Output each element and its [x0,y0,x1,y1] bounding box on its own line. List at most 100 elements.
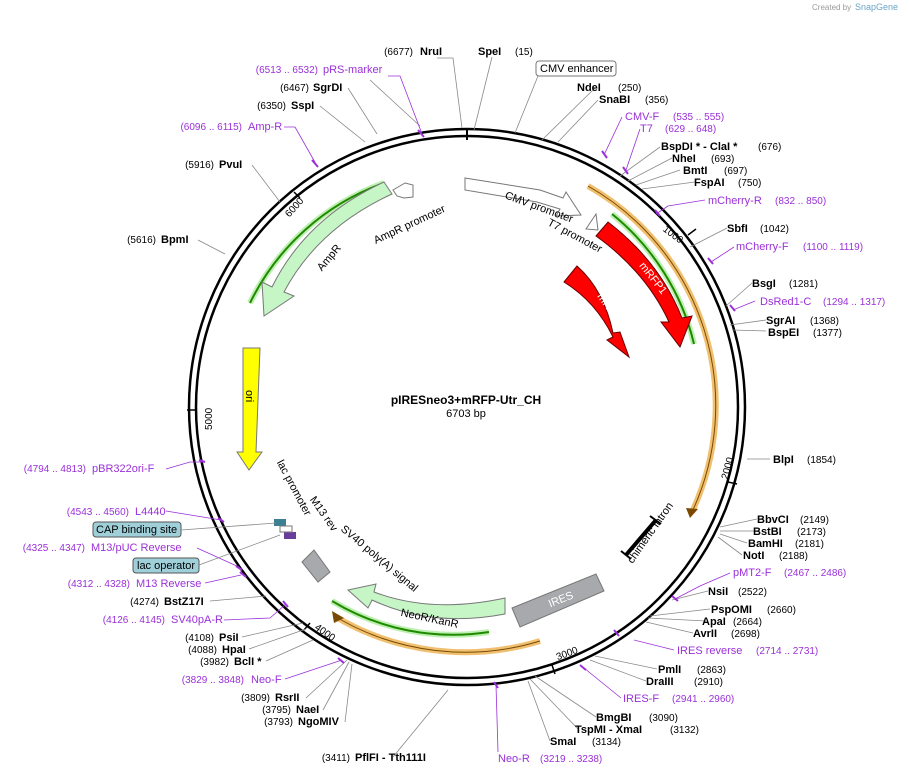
enzyme-pmli: PmlI [658,664,681,676]
enzyme-pos-nhei: (693) [711,154,734,165]
neor-kanr-arrow [346,583,506,620]
enzyme-pos-fspai: (750) [738,178,761,189]
enzyme-bsgi: BsgI [752,278,776,290]
tick-3000: 3000 [555,645,580,663]
primer-pos-prs-marker: (6513 .. 6532) [256,65,318,76]
enzyme-pos-hpai: (4088) [188,645,217,656]
enzyme-sspi: SspI [291,100,314,112]
primer-pos-cmv-f: (535 .. 555) [673,112,724,123]
enzyme-pos-draiii: (2910) [694,677,723,688]
enzyme-pos-bmti: (697) [724,166,747,177]
enzyme-bstbi: BstBI [753,526,782,538]
primer-m13-reverse: M13 Reverse [136,578,201,590]
enzyme-pos-pmli: (2863) [697,665,726,676]
enzyme-bcli: BclI * [234,656,262,668]
enzyme-psii: PsiI [219,632,239,644]
enzyme-noti: NotI [743,550,764,562]
enzyme-bspdi-clai: BspDI * - ClaI * [661,141,738,153]
lac-operator-box [132,557,200,574]
enzyme-bamhi: BamHI [748,538,783,550]
ires-box [511,573,605,628]
enzyme-pos-bmgbi: (3090) [649,713,678,724]
enzyme-spei: SpeI [478,46,501,58]
orange-band-right-arrow [686,508,698,518]
plasmid-size: 6703 bp [446,408,486,420]
green-band-bottom-line [331,600,490,636]
chimeric-intron-label: chimeric intron [625,500,676,565]
orange-band-bottom-arrow [332,611,344,623]
cap-binding-site-label: CAP binding site [96,524,177,536]
enzyme-pos-bspei: (1377) [813,328,842,339]
enzyme-rsrii: RsrII [275,692,299,704]
enzyme-bspei: BspEI [768,327,799,339]
enzyme-pos-avrii: (2698) [731,629,760,640]
enzyme-pos-smai: (3134) [592,737,621,748]
primer-ires-f: IRES-F [623,693,659,705]
enzyme-pos-ndei: (250) [618,83,641,94]
enzyme-pos-spei: (15) [515,47,533,58]
backbone-inner [194,134,740,680]
primer-mcherry-r: mCherry-R [708,195,762,207]
enzyme-sgrai: SgrAI [766,315,795,327]
enzyme-pos-bpmi: (5616) [127,235,156,246]
enzyme-naei: NaeI [296,704,319,716]
backbone-outer [187,127,747,687]
enzyme-pos-sspi: (6350) [257,101,286,112]
ampr-promoter-arrow [392,182,414,199]
chimeric-intron-bar [624,518,658,557]
enzyme-pspomi: PspOMI [711,604,752,616]
primer-dsred1-c: DsRed1-C [760,296,811,308]
primer-pos-mcherry-r: (832 .. 850) [775,196,826,207]
t7-promoter-arrow [585,212,599,231]
ampr-arrow [261,181,393,317]
enzyme-sbfi: SbfI [727,223,748,235]
enzyme-nsii: NsiI [708,586,728,598]
sv40-polya-label: SV40 poly(A) signal [338,523,420,594]
primer-pos-pmt2-f: (2467 .. 2486) [784,568,846,579]
enzyme-pos-bamhi: (2181) [795,539,824,550]
enzyme-pos-bbvci: (2149) [800,515,829,526]
cmv-promoter-arrow [464,177,582,217]
enzyme-pos-bstbi: (2173) [797,527,826,538]
primer-pos-t7: (629 .. 648) [665,124,716,135]
enzyme-pos-sgrdi: (6467) [280,83,309,94]
primer-neo-r: Neo-R [498,753,530,765]
enzyme-pos-pvui: (5916) [185,160,214,171]
orange-band-right-line [587,185,717,513]
primer-amp-r: Amp-R [248,121,282,133]
primer-leader-lines [165,75,756,753]
snapgene-logo: SnapGene [855,2,898,12]
enzyme-pos-pspomi: (2660) [767,605,796,616]
ampr-promoter-label: AmpR promoter [372,203,448,247]
enzyme-pflfi-tth111i: PflFI - Tth111I [355,752,426,764]
primer-pos-ires-f: (2941 .. 2960) [672,694,734,705]
primer-pos-amp-r: (6096 .. 6115) [180,122,242,133]
enzyme-pvui: PvuI [219,159,242,171]
enzyme-pos-blpi: (1854) [807,455,836,466]
leader-lines [197,56,770,758]
enzyme-pos-naei: (3795) [262,705,291,716]
enzyme-blpi: BlpI [773,454,794,466]
enzyme-nrui: NruI [420,46,442,58]
primer-pos-sv40pa-r: (4126 .. 4145) [103,615,165,626]
plasmid-name: pIRESneo3+mRFP-Utr_CH [391,393,541,407]
enzyme-pos-noti: (2188) [779,551,808,562]
ampr-label: AmpR [315,242,344,273]
enzyme-pos-apai: (2664) [733,617,762,628]
lac-operator-marker [284,532,296,539]
lac-operator-label: lac operator [137,560,195,572]
enzyme-ndei: NdeI [577,82,601,94]
mrfp1-arrow-a [595,221,693,349]
primer-l4440: L4440 [135,506,166,518]
enzyme-fspai: FspAI [694,177,725,189]
enzyme-apai: ApaI [702,616,726,628]
enzyme-pos-bstz17i: (4274) [130,597,159,608]
enzyme-ngomiv: NgoMIV [298,716,340,728]
enzyme-snabi: SnaBI [599,94,630,106]
enzyme-tspmi-xmai: TspMI - XmaI [575,724,642,736]
primer-m13-puc-reverse: M13/pUC Reverse [91,542,181,554]
primer-cmv-f: CMV-F [625,111,660,123]
enzyme-bbvci: BbvCI [757,514,789,526]
enzyme-pos-rsrii: (3809) [241,693,270,704]
